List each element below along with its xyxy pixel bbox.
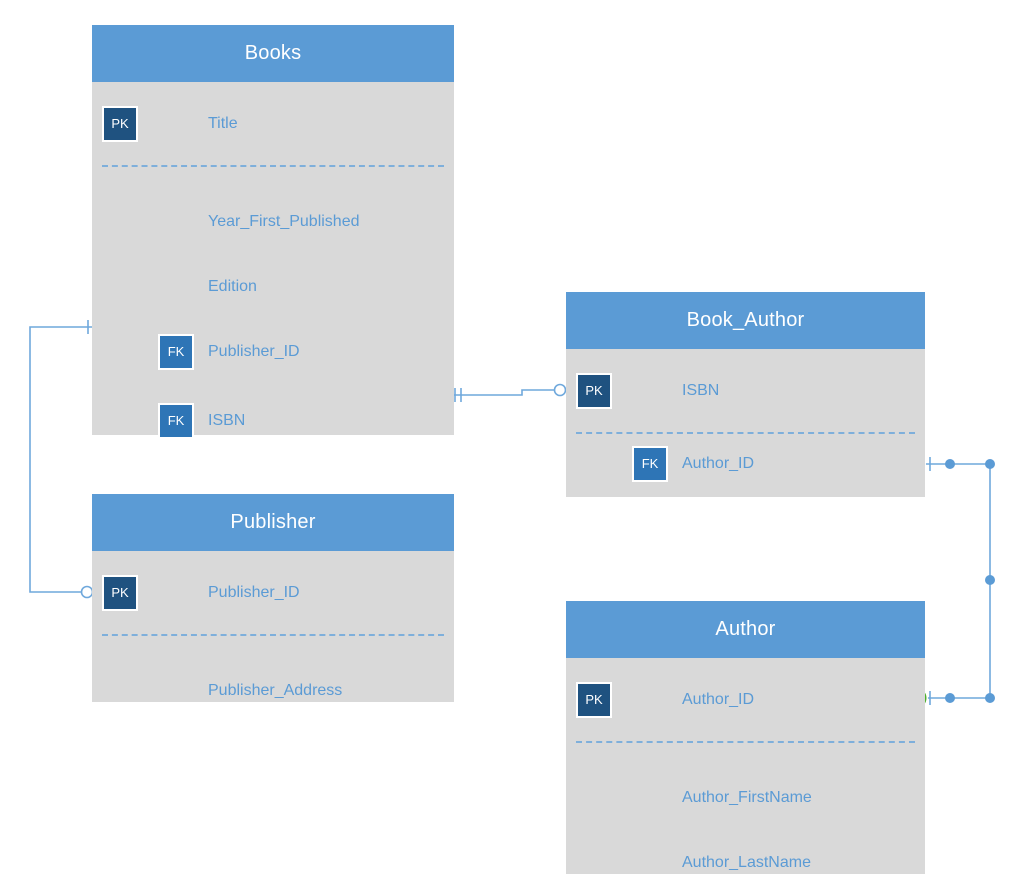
key-separator bbox=[576, 432, 915, 434]
key-separator bbox=[102, 634, 444, 636]
key-separator bbox=[576, 741, 915, 743]
entity-title: Publisher bbox=[230, 511, 316, 533]
field-label: Title bbox=[208, 114, 238, 132]
field-row[interactable]: Year_First_Published bbox=[92, 189, 454, 254]
entity-body-author: PK Author_ID Author_FirstName Author_Las… bbox=[566, 658, 925, 874]
fk-badge: FK bbox=[158, 333, 194, 370]
field-row[interactable]: FK Author_ID bbox=[566, 431, 925, 496]
entity-body-book-author: PK ISBN FK Author_ID bbox=[566, 349, 925, 497]
field-label: Publisher_ID bbox=[208, 583, 300, 601]
field-row[interactable]: FK ISBN bbox=[92, 388, 454, 453]
connector-handle[interactable] bbox=[985, 575, 995, 585]
pk-badge: PK bbox=[576, 681, 612, 718]
connector-handle[interactable] bbox=[945, 693, 955, 703]
connector-handle[interactable] bbox=[985, 693, 995, 703]
field-label: Author_FirstName bbox=[682, 788, 812, 806]
pk-badge: PK bbox=[102, 574, 138, 611]
field-row[interactable]: PK Author_ID bbox=[566, 667, 925, 732]
field-label: Edition bbox=[208, 277, 257, 295]
field-row[interactable]: FK Publisher_ID bbox=[92, 319, 454, 384]
entity-header-publisher[interactable]: Publisher bbox=[92, 494, 454, 551]
connector-handle[interactable] bbox=[985, 459, 995, 469]
field-row[interactable]: Edition bbox=[92, 254, 454, 319]
entity-title: Author bbox=[715, 618, 776, 640]
entity-header-book-author[interactable]: Book_Author bbox=[566, 292, 925, 349]
pk-badge: PK bbox=[576, 372, 612, 409]
field-row[interactable]: PK Title bbox=[92, 91, 454, 156]
entity-author[interactable]: Author PK Author_ID Author_FirstName Aut… bbox=[566, 601, 925, 874]
key-separator bbox=[102, 165, 444, 167]
entity-books[interactable]: Books PK Title Year_First_Published Edit… bbox=[92, 25, 454, 439]
entity-header-author[interactable]: Author bbox=[566, 601, 925, 658]
fk-badge: FK bbox=[632, 445, 668, 482]
field-row[interactable]: Author_LastName bbox=[566, 830, 925, 892]
connector-handle[interactable] bbox=[945, 459, 955, 469]
fk-badge: FK bbox=[158, 402, 194, 439]
field-label: Author_ID bbox=[682, 454, 755, 472]
entity-header-books[interactable]: Books bbox=[92, 25, 454, 82]
entity-title: Books bbox=[244, 42, 302, 64]
entity-body-publisher: PK Publisher_ID Publisher_Address bbox=[92, 551, 454, 702]
field-row[interactable]: Publisher_Address bbox=[92, 658, 454, 723]
field-row[interactable]: PK Publisher_ID bbox=[92, 560, 454, 625]
relationship-books-isbn-bookauthor-isbn[interactable] bbox=[446, 382, 578, 402]
field-row[interactable]: Author_FirstName bbox=[566, 765, 925, 830]
entity-body-books: PK Title Year_First_Published Edition FK… bbox=[92, 82, 454, 439]
field-label: ISBN bbox=[682, 381, 720, 399]
field-label: Author_LastName bbox=[682, 853, 811, 871]
entity-title: Book_Author bbox=[686, 309, 805, 331]
pk-badge: PK bbox=[102, 105, 138, 142]
field-row[interactable]: PK ISBN bbox=[566, 358, 925, 423]
field-label: Author_ID bbox=[682, 690, 755, 708]
field-label: Year_First_Published bbox=[208, 212, 360, 230]
entity-publisher[interactable]: Publisher PK Publisher_ID Publisher_Addr… bbox=[92, 494, 454, 702]
entity-book-author[interactable]: Book_Author PK ISBN FK Author_ID bbox=[566, 292, 925, 497]
field-label: ISBN bbox=[208, 411, 246, 429]
field-label: Publisher_ID bbox=[208, 342, 300, 360]
field-label: Publisher_Address bbox=[208, 681, 343, 699]
